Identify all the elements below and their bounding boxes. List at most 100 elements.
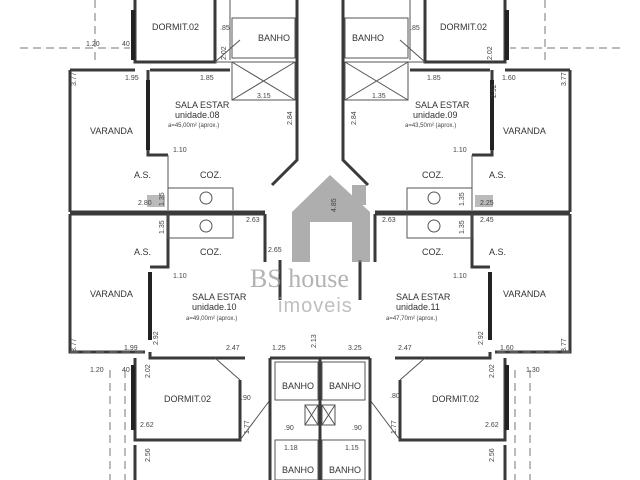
dim: 2.56 [489, 448, 496, 462]
logo-brand: BS house [250, 264, 349, 293]
room-varanda-11: VARANDA [503, 289, 546, 299]
dim: 1.20 [90, 367, 104, 374]
dim: 1.35 [159, 220, 166, 234]
room-varanda-09: VARANDA [503, 126, 546, 136]
dim: 2.92 [491, 84, 498, 98]
room-as-11: A.S. [489, 247, 506, 257]
dim: .85 [220, 25, 230, 32]
room-dormit-08: DORMIT.02 [152, 22, 199, 32]
unit-08-number: unidade.08 [175, 110, 220, 120]
dim: 2.02 [489, 364, 496, 378]
dim: 1.35 [159, 192, 166, 206]
dim: 2.02 [221, 46, 228, 60]
unit-08-area: a=45,00m² (aprox.) [168, 123, 219, 129]
dim: 2.02 [487, 46, 494, 60]
logo-sub: imoveis [278, 295, 353, 317]
dim: .90 [241, 395, 251, 402]
unit-08-name: SALA ESTAR [175, 100, 230, 110]
dim: .90 [352, 425, 362, 432]
dim: 3.77 [561, 338, 568, 352]
unit-10-name: SALA ESTAR [192, 292, 247, 302]
room-as-10: A.S. [134, 247, 151, 257]
dim: 2.62 [485, 422, 499, 429]
dim: 2.47 [226, 345, 240, 352]
dim: 2.80 [138, 200, 152, 207]
dim: 2.63 [382, 217, 396, 224]
dim: 1.10 [453, 147, 467, 154]
room-banho-10b: BANHO [282, 465, 314, 475]
dim: 3.25 [348, 345, 362, 352]
room-banho-08: BANHO [258, 33, 290, 43]
room-as-08: A.S. [134, 170, 151, 180]
tank-icon [147, 195, 165, 207]
dim: 1.35 [459, 192, 466, 206]
room-dormit-09: DORMIT.02 [440, 22, 487, 32]
dim: 1.77 [391, 420, 398, 434]
dim: 3.77 [561, 72, 568, 86]
house-logo-icon [292, 175, 370, 262]
unit-11-number: unidade.11 [396, 302, 440, 312]
dim: 1.85 [427, 75, 441, 82]
dim: 3.77 [71, 338, 78, 352]
dim: 1.10 [173, 147, 187, 154]
dim: 1.77 [244, 420, 251, 434]
dim: 1.35 [372, 93, 386, 100]
dim: 2.84 [287, 111, 294, 125]
dim: 1.20 [86, 41, 100, 48]
dim: 1.60 [502, 75, 516, 82]
room-coz-11: COZ. [422, 247, 444, 257]
dim: .90 [284, 425, 294, 432]
dim: 1.15 [345, 445, 359, 452]
dim: 2.84 [351, 111, 358, 125]
dim: 2.56 [145, 448, 152, 462]
dim: 2.65 [268, 247, 282, 254]
dim: 1.10 [173, 273, 187, 280]
dim: 1.60 [500, 345, 514, 352]
dim: 3.15 [257, 93, 271, 100]
dim: 1.30 [526, 367, 540, 374]
dim: 1.25 [272, 345, 286, 352]
unit-09-name: SALA ESTAR [415, 100, 470, 110]
dim: 2.47 [398, 345, 412, 352]
room-coz-09: COZ. [422, 170, 444, 180]
dim: 1.85 [200, 75, 214, 82]
dim: 4.85 [331, 198, 338, 212]
dim: 40 [122, 41, 130, 48]
dim: 2.02 [145, 364, 152, 378]
dim: 2.13 [311, 334, 318, 348]
dim: 1.35 [459, 220, 466, 234]
dim: 1.18 [284, 445, 298, 452]
dim: 3.77 [71, 72, 78, 86]
unit-09-area: a=43,50m² (aprox.) [405, 123, 456, 129]
room-as-09: A.S. [489, 170, 506, 180]
dim: 40 [122, 367, 130, 374]
room-coz-10: COZ. [200, 247, 222, 257]
dim: 2.92 [478, 331, 485, 345]
dim: 2.45 [480, 217, 494, 224]
dim: .85 [410, 25, 420, 32]
room-banho-11a: BANHO [329, 381, 361, 391]
unit-09-number: unidade.09 [413, 110, 458, 120]
unit-10-area: a=49,00m² (aprox.) [186, 316, 237, 322]
room-banho-09: BANHO [352, 33, 384, 43]
dim: 2.25 [480, 200, 494, 207]
unit-10-number: unidade.10 [192, 302, 237, 312]
room-banho-10a: BANHO [282, 381, 314, 391]
dim: 2.62 [140, 422, 154, 429]
room-varanda-08: VARANDA [90, 126, 133, 136]
dim: 2.63 [246, 217, 260, 224]
room-dormit-11: DORMIT.02 [432, 394, 479, 404]
room-dormit-10: DORMIT.02 [164, 394, 211, 404]
walls-left-half [20, 0, 322, 480]
dim: 1.95 [125, 75, 139, 82]
room-varanda-10: VARANDA [90, 289, 133, 299]
unit-11-name: SALA ESTAR [396, 292, 451, 302]
room-coz-08: COZ. [200, 170, 222, 180]
dim: .80 [390, 393, 400, 400]
bs-house-logo [292, 175, 370, 265]
dim: 2.92 [153, 331, 160, 345]
room-banho-11b: BANHO [329, 465, 361, 475]
dim: 1.10 [453, 273, 467, 280]
